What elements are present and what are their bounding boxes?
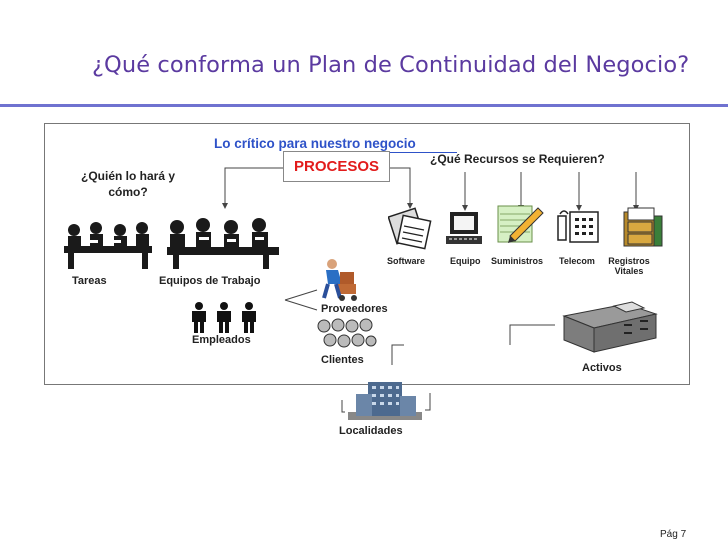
resources-question: ¿Qué Recursos se Requieren? <box>430 152 605 166</box>
registros-cabinet-icon <box>623 207 663 247</box>
who-question: ¿Quién lo hará y cómo? <box>80 169 176 199</box>
connector-proveedores <box>284 289 318 301</box>
registros-label: Registros Vitales <box>608 256 650 276</box>
activos-label: Activos <box>582 362 622 374</box>
telecom-phone-icon <box>557 210 599 243</box>
proveedores-label: Proveedores <box>321 303 388 315</box>
diagram-subtitle: Lo crítico para nuestro negocio <box>214 136 416 151</box>
clientes-crowd-icon <box>317 318 377 348</box>
page-number: Pág 7 <box>660 529 687 540</box>
software-disks-icon <box>388 207 432 250</box>
suministros-label: Suministros <box>491 256 544 266</box>
empleados-label: Empleados <box>192 334 251 346</box>
connector-procesos-equipos <box>224 167 283 203</box>
connector-clientes <box>284 299 318 311</box>
connector-procesos-software <box>390 167 411 203</box>
equipo-label: Equipo <box>450 256 481 266</box>
equipos-trabajo-icon <box>167 218 279 269</box>
localidades-building-icon <box>348 382 422 420</box>
software-label: Software <box>387 256 426 266</box>
empleados-people-icon <box>192 302 256 333</box>
procesos-box: PROCESOS <box>283 151 390 182</box>
localidades-label: Localidades <box>339 425 403 437</box>
connector-clientes-activos <box>391 344 404 365</box>
connector-localidades-right <box>425 393 431 411</box>
clientes-label: Clientes <box>321 354 364 366</box>
tareas-meeting-icon <box>64 222 152 269</box>
equipo-computer-icon <box>446 212 482 244</box>
telecom-label: Telecom <box>559 256 595 266</box>
title-divider <box>0 104 728 107</box>
connector-activos <box>509 324 555 345</box>
proveedores-delivery-icon <box>322 259 357 301</box>
suministros-notepad-icon <box>497 205 544 243</box>
activos-desk-icon <box>562 301 658 353</box>
diagram-frame <box>44 123 690 385</box>
connector-localidades-left <box>341 400 345 413</box>
page-title: ¿Qué conforma un Plan de Continuidad del… <box>92 52 690 78</box>
equipos-trabajo-label: Equipos de Trabajo <box>159 275 261 287</box>
tareas-label: Tareas <box>72 275 107 287</box>
